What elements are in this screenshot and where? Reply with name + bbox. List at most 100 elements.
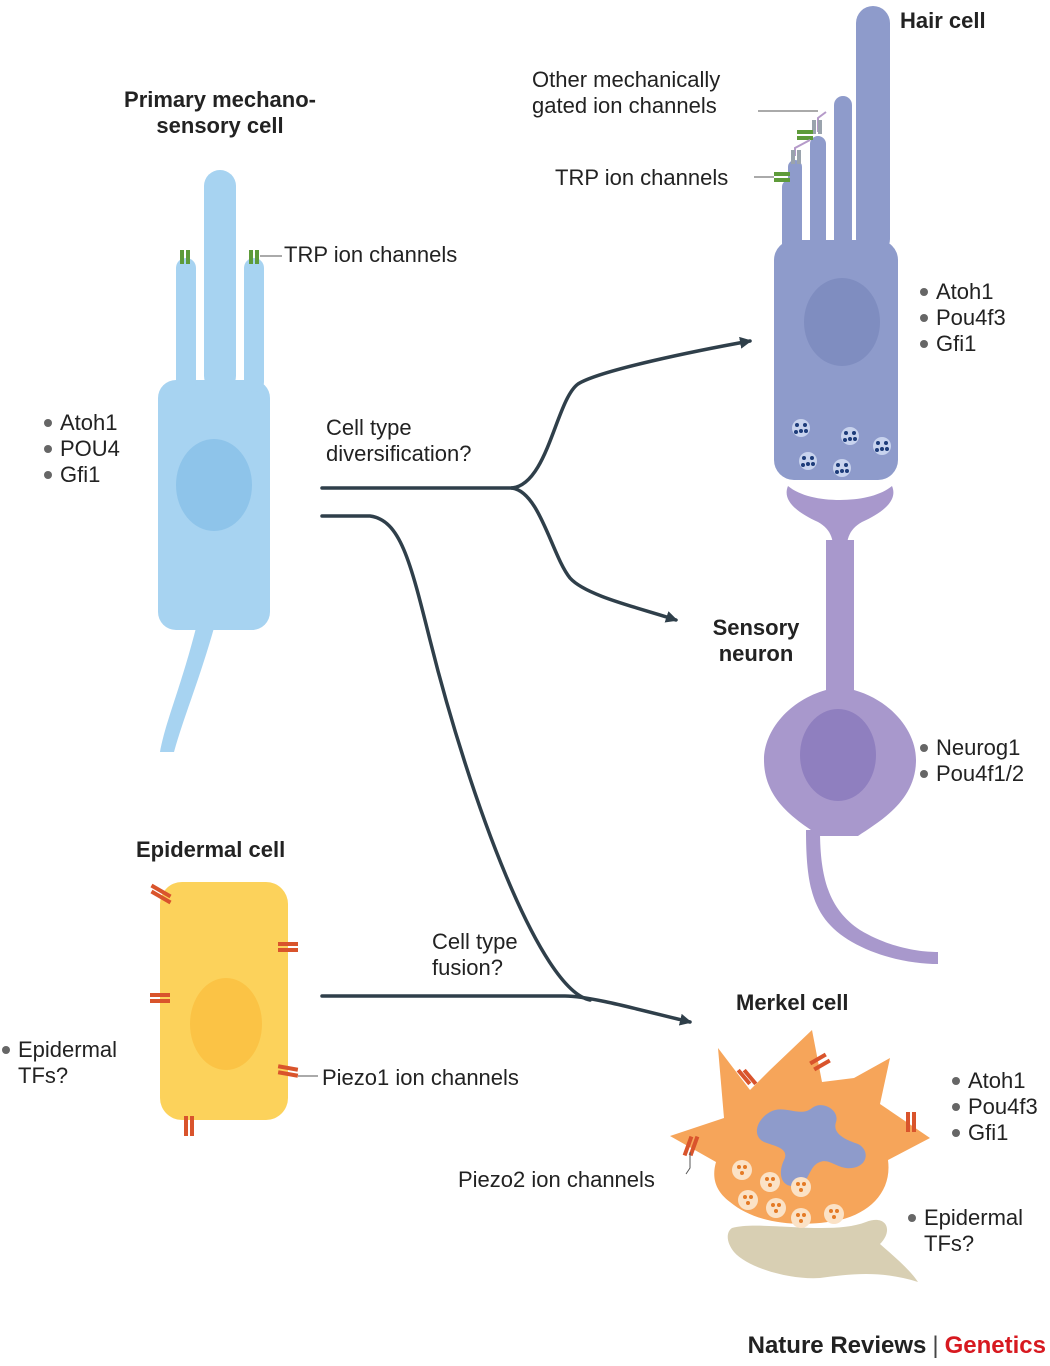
- gene-item: POU4: [44, 436, 120, 462]
- arrow-to-sensory-neuron: [510, 486, 678, 623]
- arrow-to-hair-cell: [510, 336, 752, 490]
- piezo1-label: Piezo1 ion channels: [322, 1065, 519, 1090]
- gene-item: Epidermal TFs?: [2, 1037, 117, 1089]
- primary-trp-label: TRP ion channels: [284, 242, 458, 267]
- piezo2-leader: [685, 1152, 691, 1175]
- piezo2-channel-3: [906, 1112, 916, 1132]
- gene-item: Gfi1: [44, 462, 120, 488]
- hair-cell-stereocilium-1: [782, 180, 796, 256]
- hair-cell-stereocilium-4: [834, 96, 852, 256]
- neuron-dendrite-terminal: [786, 486, 894, 560]
- bullet-icon: [920, 314, 928, 322]
- piezo1-channel-5: [184, 1116, 194, 1136]
- primary-cell-cilium-center: [204, 170, 236, 392]
- gene-item: Atoh1: [952, 1068, 1038, 1094]
- sensory-neuron: [764, 486, 938, 964]
- gene-name: Pou4f1/2: [936, 761, 1025, 786]
- gene-name: POU4: [60, 436, 120, 461]
- bullet-icon: [952, 1129, 960, 1137]
- fusion-label: Cell type fusion?: [432, 929, 518, 980]
- gene-item: Gfi1: [952, 1120, 1038, 1146]
- journal-section: Genetics: [944, 1332, 1046, 1359]
- gene-item: Pou4f1/2: [920, 761, 1024, 787]
- neuron-nucleus: [800, 709, 876, 801]
- gene-item: Epidermal TFs?: [908, 1205, 1023, 1257]
- hair-cell-synaptic-vesicles: [792, 419, 891, 477]
- primary-cell-nucleus: [176, 439, 252, 531]
- sensory-neuron-title: Sensory neuron: [712, 615, 800, 666]
- primary-cell-cilium-left: [176, 258, 196, 392]
- trp-channel-left: [180, 250, 190, 264]
- gene-item: Neurog1: [920, 735, 1024, 761]
- piezo1-channel-2: [278, 942, 298, 952]
- bullet-icon: [952, 1103, 960, 1111]
- primary-cell-axon: [160, 628, 214, 752]
- hair-cell-title: Hair cell: [900, 8, 986, 33]
- gene-item: Pou4f3: [952, 1094, 1038, 1120]
- bullet-icon: [908, 1214, 916, 1222]
- piezo2-label: Piezo2 ion channels: [458, 1167, 655, 1192]
- neuron-axon: [806, 830, 938, 964]
- merkel-cell-title: Merkel cell: [736, 990, 849, 1015]
- trp-channel-right: [249, 250, 259, 264]
- bullet-icon: [920, 288, 928, 296]
- bullet-icon: [920, 744, 928, 752]
- other-channels-label: Other mechanically gated ion channels: [532, 67, 721, 118]
- bullet-icon: [2, 1046, 10, 1054]
- gene-name: Atoh1: [968, 1068, 1026, 1093]
- merkel-nerve-terminal: [727, 1219, 918, 1282]
- arrow-lines: [320, 336, 752, 1026]
- gene-name: Pou4f3: [968, 1094, 1038, 1119]
- hair-cell-trp-channel: [774, 172, 790, 182]
- epidermal-cell-nucleus: [190, 978, 262, 1070]
- gene-item: Pou4f3: [920, 305, 1006, 331]
- gene-item: Atoh1: [44, 410, 120, 436]
- epidermal-cell-genes: Epidermal TFs?: [2, 1037, 117, 1089]
- gene-name: Gfi1: [60, 462, 101, 487]
- merkel-cell: [670, 1030, 930, 1282]
- hair-cell-kinocilium: [856, 6, 890, 256]
- journal-name: Nature Reviews: [747, 1332, 927, 1359]
- hair-cell-mechano-channel: [791, 111, 827, 164]
- merkel-cell-extra-genes: Epidermal TFs?: [908, 1205, 1023, 1257]
- gene-name: Pou4f3: [936, 305, 1006, 330]
- primary-cell-cilium-right: [244, 258, 264, 392]
- bullet-icon: [920, 770, 928, 778]
- gene-name: Epidermal TFs?: [924, 1205, 1024, 1256]
- epidermal-cell-title: Epidermal cell: [136, 837, 286, 862]
- primary-cell-title: Primary mechano- sensory cell: [124, 87, 316, 138]
- gene-item: Gfi1: [920, 331, 1006, 357]
- arrow-to-merkel-from-epidermal: [320, 994, 692, 1026]
- diversification-label: Cell type diversification?: [326, 415, 472, 466]
- hair-trp-label: TRP ion channels: [555, 165, 729, 190]
- journal-credit: Nature Reviews|Genetics: [748, 1332, 1046, 1360]
- merkel-cell-nucleus: [756, 1105, 866, 1187]
- piezo2-channel-1: [736, 1068, 758, 1086]
- epidermal-cell: [150, 882, 318, 1136]
- primary-mechanosensory-cell: [158, 170, 282, 752]
- piezo2-channel-2: [809, 1052, 831, 1072]
- bullet-icon: [920, 340, 928, 348]
- gene-name: Neurog1: [936, 735, 1021, 760]
- gene-name: Atoh1: [60, 410, 118, 435]
- piezo1-channel-4: [277, 1064, 299, 1078]
- bullet-icon: [44, 445, 52, 453]
- gene-name: Epidermal TFs?: [18, 1037, 118, 1088]
- neuron-neurite: [826, 540, 854, 700]
- piezo2-channel-4: [682, 1135, 700, 1157]
- hair-cell-stereocilium-3: [810, 136, 826, 256]
- hair-cell: [754, 6, 898, 480]
- piezo1-channel-3: [150, 993, 170, 1003]
- bullet-icon: [952, 1077, 960, 1085]
- gene-name: Atoh1: [936, 279, 994, 304]
- bullet-icon: [44, 471, 52, 479]
- gene-item: Atoh1: [920, 279, 1006, 305]
- gene-name: Gfi1: [936, 331, 977, 356]
- merkel-dense-core-vesicles: [732, 1160, 844, 1228]
- journal-separator: |: [932, 1332, 939, 1359]
